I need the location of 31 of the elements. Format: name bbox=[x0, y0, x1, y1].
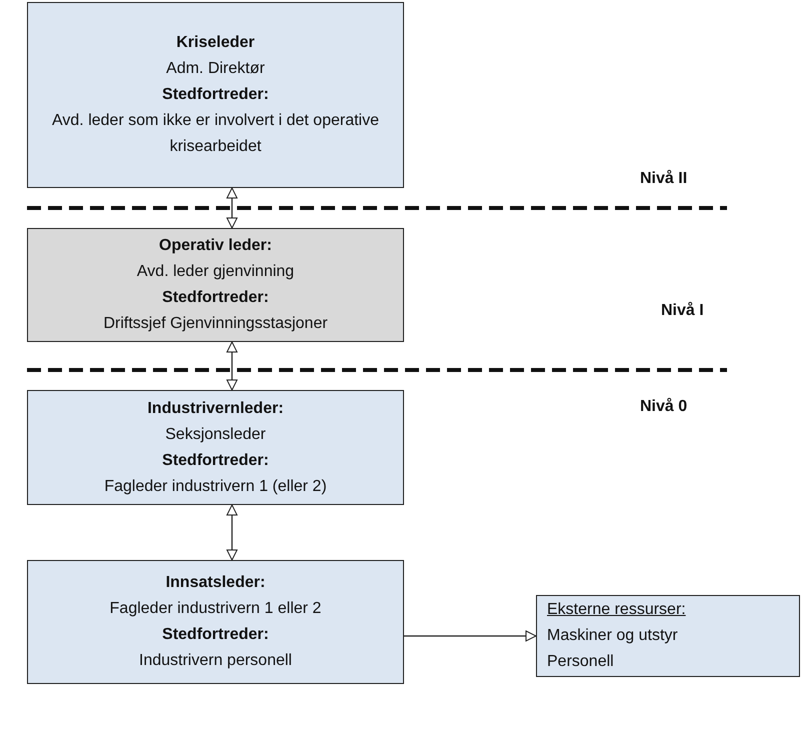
arrow bbox=[226, 342, 238, 390]
arrow bbox=[404, 630, 536, 642]
role-title: Operativ leder: bbox=[158, 236, 273, 256]
role-holder: Fagleder industrivern 1 (eller 2) bbox=[103, 476, 328, 496]
role-box bbox=[27, 560, 404, 684]
role-holder: Industrivern personell bbox=[138, 651, 293, 671]
box-text: Maskiner og utstyr bbox=[547, 626, 679, 646]
role-title: Industrivernleder: bbox=[146, 398, 285, 418]
role-holder: Avd. leder som ikke er involvert i det operative krisearbeidet bbox=[51, 111, 380, 157]
role-title: Stedfortreder: bbox=[161, 288, 270, 308]
role-holder: Adm. Direktør bbox=[165, 59, 266, 79]
role-title: Innsatsleder: bbox=[164, 573, 266, 593]
role-holder: Fagleder industrivern 1 eller 2 bbox=[108, 599, 322, 619]
role-holder: Seksjonsleder bbox=[164, 424, 267, 444]
box-heading: Eksterne ressurser: bbox=[547, 600, 687, 620]
role-box bbox=[27, 2, 404, 188]
role-title: Stedfortreder: bbox=[161, 85, 270, 105]
level-label: Nivå I bbox=[661, 302, 704, 320]
role-holder: Driftssjef Gjenvinningsstasjoner bbox=[102, 314, 329, 334]
level-label: Nivå 0 bbox=[640, 398, 688, 416]
role-title: Stedfortreder: bbox=[161, 450, 270, 470]
arrow bbox=[226, 188, 238, 228]
arrow bbox=[226, 504, 238, 560]
role-holder: Avd. leder gjenvinning bbox=[136, 262, 296, 282]
role-box bbox=[27, 390, 404, 505]
box-text: Personell bbox=[547, 652, 615, 672]
role-title: Stedfortreder: bbox=[161, 625, 270, 645]
role-title: Kriseleder bbox=[175, 33, 256, 53]
level-label: Nivå II bbox=[640, 170, 688, 188]
role-box bbox=[27, 228, 404, 342]
role-box bbox=[536, 595, 800, 677]
